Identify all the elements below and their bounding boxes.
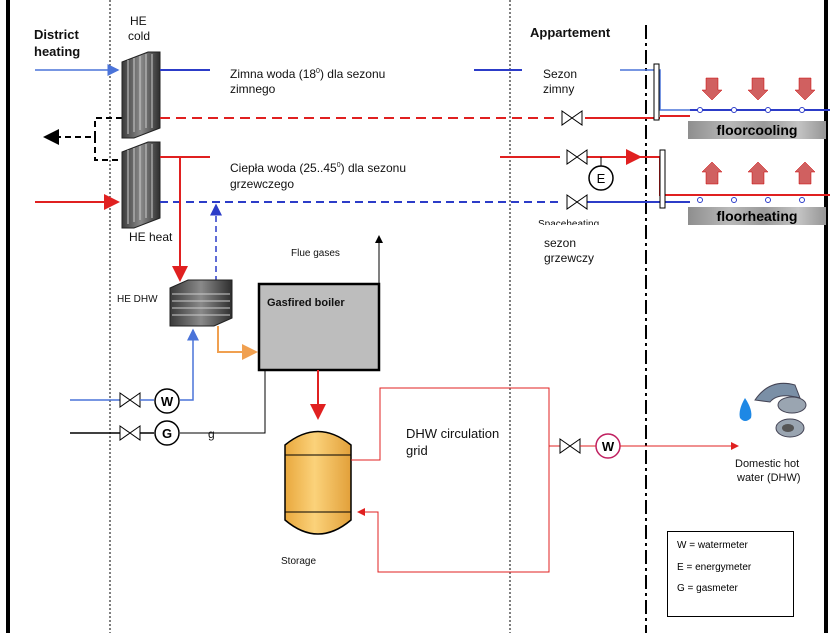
valve-gas[interactable] [119,425,141,441]
dhw-circulation-1: DHW circulation [406,426,500,441]
circulation-out [351,387,550,461]
district-heating-label-2: heating [34,44,81,59]
dhw-to-boiler-orange [217,326,258,360]
he-cold-exchanger [121,51,161,139]
he-cold-label-2: cold [128,29,151,43]
gas-g-label: g [208,427,215,441]
sezon-zimny-1: Sezon [543,67,578,81]
flue-gases-label: Flue gases [291,248,340,259]
cold-water-line2: zimnego [230,82,276,96]
domestic-hot-water-1: Domestic hot [735,458,800,470]
gas-meter [154,420,180,446]
he-dhw-exchanger [169,279,233,327]
floorcooling-slab: floorcooling [688,121,826,139]
gas-line-c [180,370,266,434]
right-frame [824,0,828,633]
valve-cold[interactable] [561,110,583,126]
valve-water-in[interactable] [119,392,141,408]
storage-tank [284,430,352,535]
energy-meter [588,165,614,191]
cooling-manifold [653,63,660,121]
heating-manifold [659,149,666,209]
valve-dhw[interactable] [559,438,581,454]
cooling-pipe-dots [697,107,805,113]
gas-meter-label: G [162,426,172,441]
boiler-label: Gasfired boiler [267,297,345,309]
circulation-return [357,448,550,573]
left-frame [6,0,10,633]
legend-energymeter: E = energymeter [677,562,752,573]
warm-water-line2: grzewczego [230,177,295,191]
water-meter-dhw-label: W [602,439,615,454]
cold-water-line1: Zimna woda (180) dla sezonu [230,67,386,81]
warm-water-line1: Ciepła woda (25..450) dla sezonu [230,161,407,175]
cold-water-note: Zimna woda (180) dla sezonu zimnego [214,58,472,100]
domestic-hot-water-2: water (DHW) [737,472,801,484]
legend-watermeter: W = watermeter [677,540,748,551]
warm-water-note: Ciepła woda (25..450) dla sezonu grzewcz… [214,150,500,194]
he-dhw-label: HE DHW [117,294,158,305]
energy-meter-label: E [597,171,606,186]
water-in-line-c [180,328,199,401]
he-heat-exchanger [121,141,161,229]
he-cold-label-1: HE [130,14,147,28]
sezon-zimny-2: zimny [543,82,575,96]
sezon-grzewczy-1: sezon [544,236,577,250]
storage-label: Storage [281,556,317,567]
sezon-grzewczy-2: grzewczy [544,251,595,265]
valve-heat-supply[interactable] [566,149,588,165]
heating-pipe-dots [697,197,805,203]
district-heating-label-1: District [34,27,79,42]
heating-arrows [701,161,816,185]
cold-supply-c [620,69,690,111]
dhw-circulation-2: grid [406,443,428,458]
water-meter-in [154,388,180,414]
valve-heat-return[interactable] [566,194,588,210]
legend-box: W = watermeter E = energymeter G = gasme… [667,531,794,617]
faucet-icon [739,382,807,438]
cooling-arrows [701,77,816,101]
he-heat-label: HE heat [129,230,173,244]
legend-gasmeter: G = gasmeter [677,583,738,594]
water-meter-in-label: W [161,394,174,409]
district-return-dashed [43,117,122,145]
floorheating-slab: floorheating [688,207,826,225]
spaceheating-label: Spaceheating [538,219,600,225]
apartment-label: Appartement [530,25,611,40]
district-return-dashed-b [94,137,122,161]
